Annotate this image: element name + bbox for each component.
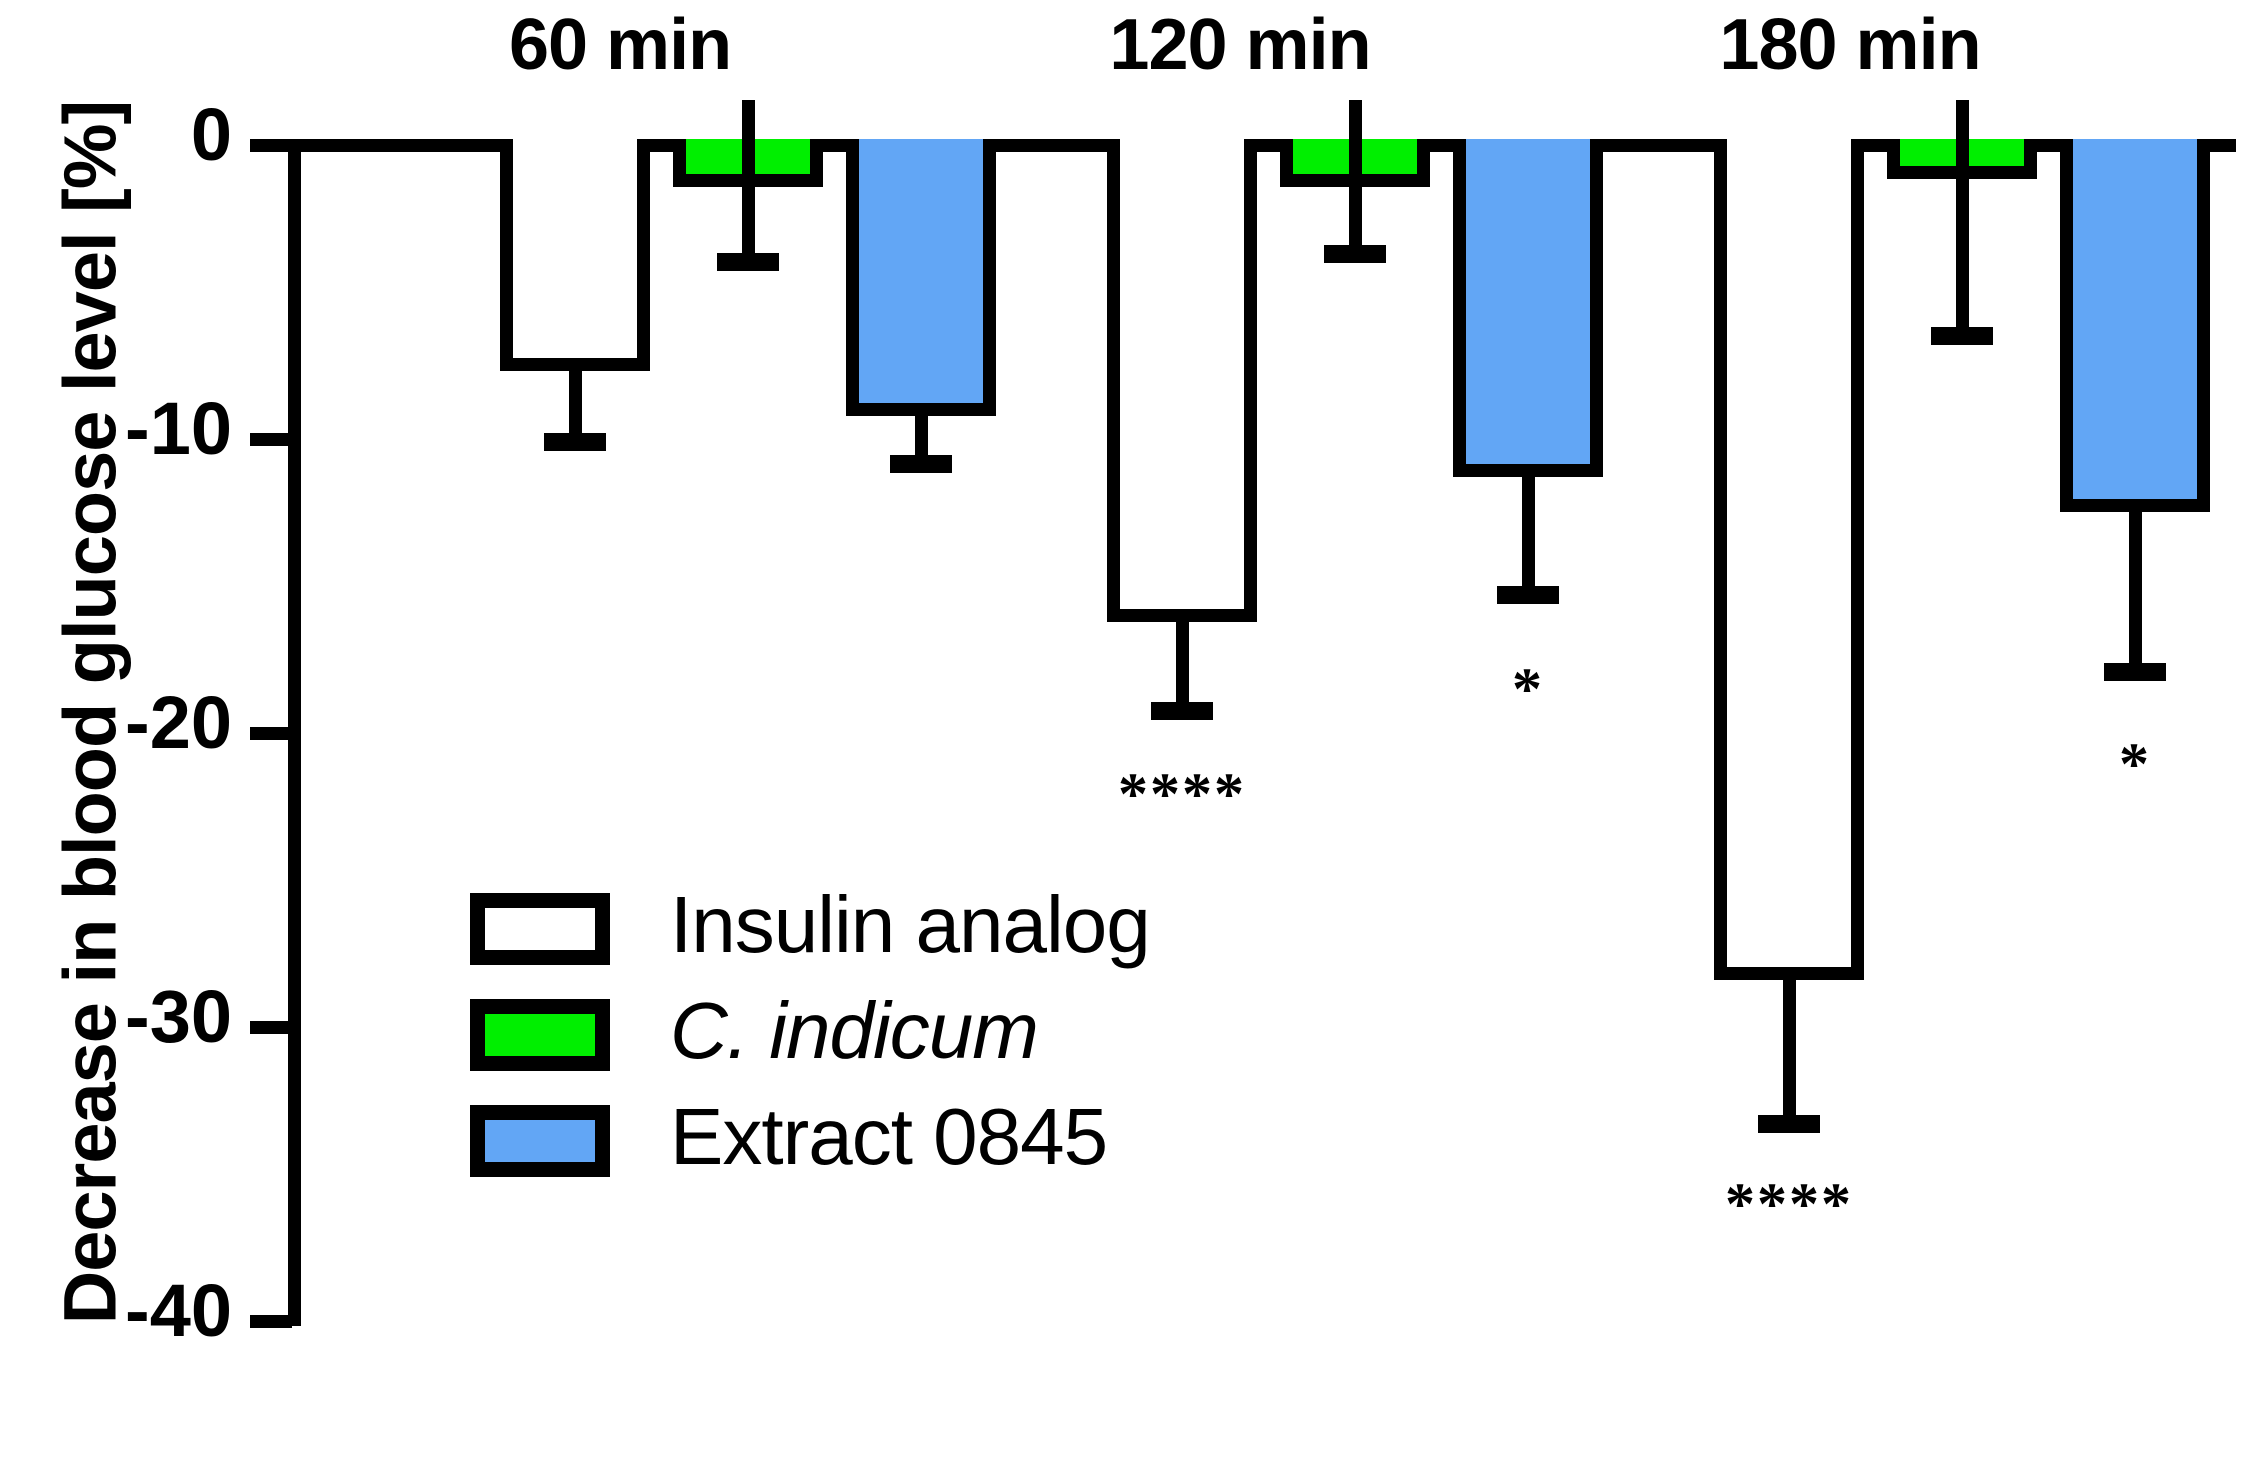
legend-label-extract-0845: Extract 0845 bbox=[670, 1092, 1108, 1181]
errorbar-cap-180min-c-indicum bbox=[1931, 327, 1993, 345]
errorbar-cap-120min-insulin bbox=[1151, 702, 1213, 720]
group-header-60min: 60 min bbox=[508, 5, 732, 85]
bar-120min-insulin bbox=[1107, 139, 1257, 622]
legend-swatch-extract-0845 bbox=[470, 1105, 610, 1177]
errorbar-stem-60min-extract bbox=[915, 416, 928, 461]
errorbar-stem-180min-c-indicum bbox=[1956, 100, 1969, 334]
bar-180min-extract bbox=[2060, 139, 2210, 512]
y-tick-40 bbox=[250, 1315, 292, 1328]
errorbar-cap-60min-insulin bbox=[544, 433, 606, 451]
y-tick-label-10: -10 bbox=[125, 387, 232, 470]
bar-180min-insulin bbox=[1714, 139, 1864, 980]
significance-120min-insulin: **** bbox=[1118, 761, 1246, 827]
errorbar-cap-60min-extract bbox=[890, 455, 952, 473]
errorbar-stem-60min-insulin bbox=[569, 371, 582, 438]
errorbar-stem-120min-extract bbox=[1522, 477, 1535, 590]
errorbar-cap-180min-insulin bbox=[1758, 1115, 1820, 1133]
y-tick-label-30: -30 bbox=[125, 975, 232, 1058]
y-tick-label-40: -40 bbox=[125, 1269, 232, 1352]
errorbar-stem-180min-extract bbox=[2129, 512, 2142, 667]
errorbar-stem-60min-c-indicum bbox=[742, 100, 755, 260]
legend-swatch-insulin-analog bbox=[470, 893, 610, 965]
y-tick-0 bbox=[250, 139, 292, 152]
group-header-120min: 120 min bbox=[1109, 5, 1371, 85]
bar-60min-insulin bbox=[500, 139, 650, 371]
group-header-180min: 180 min bbox=[1719, 5, 1981, 85]
errorbar-cap-60min-c-indicum bbox=[717, 253, 779, 271]
y-tick-label-20: -20 bbox=[125, 681, 232, 764]
errorbar-cap-180min-extract bbox=[2104, 663, 2166, 681]
significance-120min-extract: * bbox=[1512, 656, 1544, 722]
significance-180min-insulin: **** bbox=[1725, 1171, 1853, 1237]
significance-180min-extract: * bbox=[2119, 731, 2151, 797]
errorbar-stem-120min-c-indicum bbox=[1349, 100, 1362, 252]
y-tick-10 bbox=[250, 433, 292, 446]
bar-120min-extract bbox=[1453, 139, 1603, 477]
errorbar-cap-120min-c-indicum bbox=[1324, 245, 1386, 263]
y-tick-20 bbox=[250, 727, 292, 740]
legend-swatch-c-indicum bbox=[470, 999, 610, 1071]
y-tick-label-0: 0 bbox=[190, 93, 232, 176]
errorbar-cap-120min-extract bbox=[1497, 586, 1559, 604]
y-tick-30 bbox=[250, 1021, 292, 1034]
bar-60min-extract bbox=[846, 139, 996, 416]
errorbar-stem-180min-insulin bbox=[1783, 980, 1796, 1120]
errorbar-stem-120min-insulin bbox=[1176, 622, 1189, 707]
legend-label-c-indicum: C. indicum bbox=[670, 986, 1039, 1075]
legend-label-insulin-analog: Insulin analog bbox=[670, 880, 1151, 969]
